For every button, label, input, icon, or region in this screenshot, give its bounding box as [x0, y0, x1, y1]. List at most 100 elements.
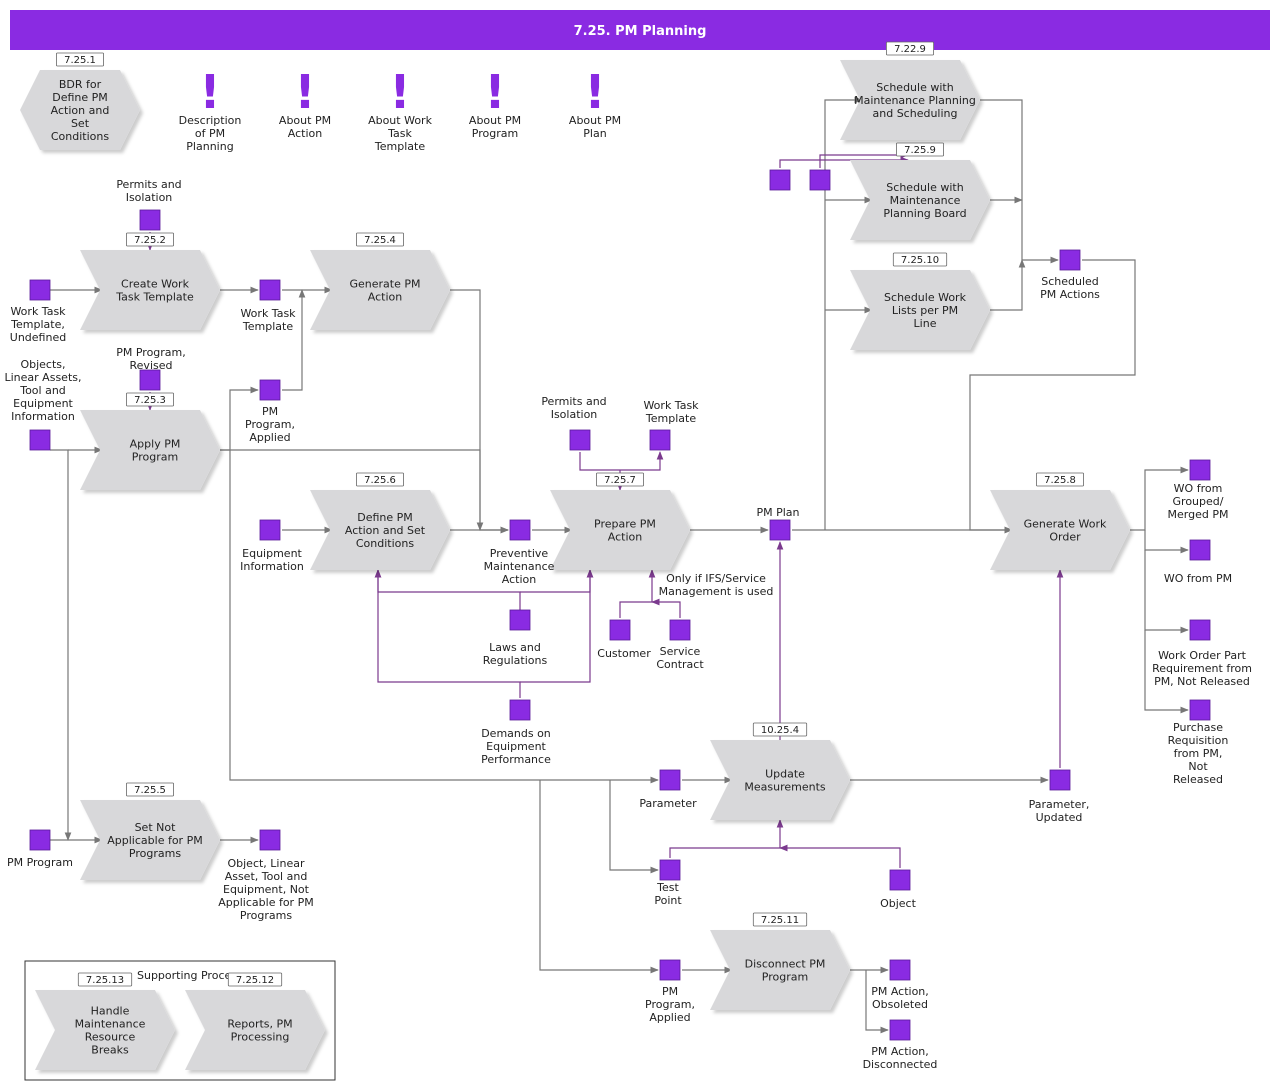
flow-connector: [1130, 466, 1189, 531]
artifact-square[interactable]: [659, 769, 681, 791]
artifact-label-line: Scheduled: [1041, 275, 1099, 288]
artifact-label-line: Object: [880, 897, 917, 910]
prepare-pm-action-process[interactable]: [550, 490, 690, 570]
ifs-service-management-note-line: Management is used: [659, 585, 774, 598]
reports-pm-processing-process[interactable]: [185, 990, 325, 1070]
artifact-square[interactable]: [1189, 699, 1211, 721]
artifact-square[interactable]: [29, 429, 51, 451]
process-number: 10.25.4: [761, 725, 799, 736]
artifact-label-line: Merged PM: [1168, 508, 1229, 521]
artifact-label-line: PM Program: [7, 856, 73, 869]
artifact-square[interactable]: [659, 859, 681, 881]
artifact-square[interactable]: [659, 959, 681, 981]
description-exclamation-icon[interactable]: !: [585, 65, 606, 119]
artifact-label: Customer: [597, 647, 651, 660]
artifact-square[interactable]: [29, 829, 51, 851]
supporting-processes-label: Supporting Proce: [137, 969, 231, 982]
artifact-label-line: Service: [660, 645, 701, 658]
update-measurements-process[interactable]: [710, 740, 850, 820]
artifact-square[interactable]: [649, 429, 671, 451]
description-label-line: Plan: [583, 127, 606, 140]
artifact-label-line: PM: [662, 985, 678, 998]
apply-pm-program-process[interactable]: [80, 410, 220, 490]
artifact-square[interactable]: [889, 959, 911, 981]
schedule-maintenance-planning-process[interactable]: [840, 60, 980, 140]
artifact-square[interactable]: [509, 519, 531, 541]
schedule-maintenance-planning-process-label-line: Schedule with: [876, 81, 953, 94]
artifact-label-line: Customer: [597, 647, 651, 660]
artifact-square[interactable]: [769, 519, 791, 541]
description-exclamation-icon[interactable]: !: [295, 65, 316, 119]
artifact-square[interactable]: [139, 369, 161, 391]
artifact-square[interactable]: [669, 619, 691, 641]
artifact-square[interactable]: [889, 869, 911, 891]
process-number: 7.25.2: [134, 235, 166, 246]
generate-pm-action-process-label-line: Action: [368, 291, 402, 304]
set-not-applicable-process-label-line: Applicable for PM: [107, 834, 202, 847]
flow-connector: [50, 449, 72, 841]
disconnect-pm-program-process[interactable]: [710, 930, 850, 1010]
artifact-square[interactable]: [259, 829, 281, 851]
schedule-work-lists-process[interactable]: [850, 270, 990, 350]
handle-resource-breaks-process-label-line: Handle: [91, 1005, 130, 1018]
description-exclamation-icon[interactable]: !: [485, 65, 506, 119]
description-exclamation-icon[interactable]: !: [200, 65, 221, 119]
artifact-square[interactable]: [1049, 769, 1071, 791]
artifact-square[interactable]: [139, 209, 161, 231]
set-not-applicable-process[interactable]: [80, 800, 220, 880]
artifact-square[interactable]: [1189, 459, 1211, 481]
create-work-task-template-process[interactable]: [80, 250, 220, 330]
artifact-label-line: Applicable for PM: [218, 896, 313, 909]
artifact-square[interactable]: [809, 169, 831, 191]
artifact-label-line: Preventive: [490, 547, 549, 560]
bdr-define-pm-action-process[interactable]: [20, 70, 140, 150]
artifact-square[interactable]: [259, 279, 281, 301]
artifact-square[interactable]: [1189, 619, 1211, 641]
generate-work-order-process-label-line: Order: [1049, 531, 1081, 544]
artifact-square[interactable]: [569, 429, 591, 451]
artifact-square[interactable]: [259, 379, 281, 401]
artifact-square[interactable]: [509, 699, 531, 721]
generate-work-order-process[interactable]: [990, 490, 1130, 570]
schedule-planning-board-process[interactable]: [850, 160, 990, 240]
artifact-label-line: Undefined: [10, 331, 66, 344]
define-pm-action-process[interactable]: [310, 490, 450, 570]
bdr-define-pm-action-process-label-line: Define PM: [52, 91, 108, 104]
handle-resource-breaks-process[interactable]: [35, 990, 175, 1070]
artifact-square[interactable]: [509, 609, 531, 631]
artifact-square[interactable]: [769, 169, 791, 191]
artifact-square[interactable]: [29, 279, 51, 301]
bdr-define-pm-action-process-label-line: Conditions: [51, 130, 109, 143]
generate-pm-action-process[interactable]: [310, 250, 450, 330]
description-exclamation-icon[interactable]: !: [390, 65, 411, 119]
schedule-work-lists-process-label-line: Schedule Work: [884, 291, 967, 304]
schedule-planning-board-process-label-line: Planning Board: [883, 207, 966, 220]
artifact-square[interactable]: [1189, 539, 1211, 561]
artifact-label-line: Not: [1188, 760, 1208, 773]
artifact-label-line: Performance: [481, 753, 551, 766]
artifact-square[interactable]: [1059, 249, 1081, 271]
reports-pm-processing-process-label-line: Processing: [231, 1031, 290, 1044]
bdr-define-pm-action-process-label-line: Action and: [51, 104, 110, 117]
control-flow-connector: [651, 598, 681, 618]
process-number: 7.25.9: [904, 145, 936, 156]
define-pm-action-process-label-line: Action and Set: [345, 524, 426, 537]
artifact-label: Parameter: [639, 797, 697, 810]
artifact-square[interactable]: [889, 1019, 911, 1041]
artifact-square[interactable]: [259, 519, 281, 541]
description-label-line: Planning: [186, 140, 233, 153]
artifact-square[interactable]: [609, 619, 631, 641]
